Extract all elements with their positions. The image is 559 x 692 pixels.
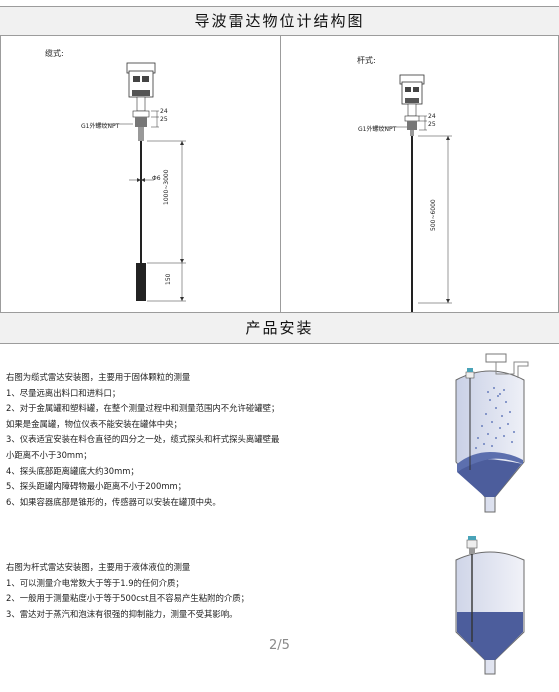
rod-type-drawing [372, 74, 452, 312]
cable-dim-24: 24 [160, 108, 168, 115]
page-number: 2/5 [269, 638, 290, 653]
rod-dim-24: 24 [428, 113, 436, 120]
rod-install-line: 1、可以测量介电常数大于等于1.9的任何介质； [6, 577, 184, 588]
cable-dim-diameter: Φ6 [152, 175, 161, 182]
cable-install-line: 2、对于金属罐和塑料罐，在整个测量过程中和测量范围内不允许碰罐壁； [6, 403, 280, 414]
structure-panels: 缆式: [0, 35, 559, 312]
rod-install-line: 3、雷达对于蒸汽和泡沫有很强的抑制能力，测量不受其影响。 [6, 608, 238, 619]
rod-type-panel: 杆式: [280, 35, 559, 312]
structure-title-bar: 导波雷达物位计结构图 [0, 6, 559, 36]
cable-install-text: 右图为缆式雷达安装图，主要用于固体颗粒的测量 1、尽量远离出料口和进料口； 2、… [6, 370, 279, 510]
rod-install-line: 2、一般用于测量粘度小于等于500cst且不容易产生粘附的介质； [6, 593, 249, 604]
liquid-tank-illustration [455, 536, 525, 675]
structure-title: 导波雷达物位计结构图 [194, 12, 365, 30]
cable-thread-label: G1外螺纹NPT [81, 123, 120, 130]
cable-install-line: 6、如果容器底部是锥形的，传感器可以安装在罐顶中央。 [6, 496, 221, 507]
cable-install-line: 3、仪表适宜安装在料仓直径的四分之一处，缆式探头和杆式探头离罐壁最 [6, 434, 280, 445]
cable-install-line: 4、探头底部距离罐底大约30mm； [6, 465, 139, 476]
cable-install-line: 5、探头距罐内障碍物最小距离不小于200mm； [6, 481, 187, 492]
install-title-bar: 产品安装 [0, 312, 559, 344]
cable-dim-range: 1000~3000 [163, 169, 170, 205]
rod-dim-25: 25 [428, 121, 436, 128]
cable-dim-bottom: 150 [165, 273, 172, 285]
cable-install-line: 小距离不小于30mm； [6, 449, 92, 460]
cable-dim-25: 25 [160, 116, 168, 123]
rod-type-label: 杆式: [357, 56, 376, 65]
cable-type-panel: 缆式: [0, 35, 281, 312]
cable-type-label: 缆式: [45, 49, 64, 58]
cable-install-line: 如果是金属罐，物位仪表不能安装在罐体中央； [6, 418, 182, 429]
rod-install-line: 右图为杆式雷达安装图，主要用于液体液位的测量 [6, 562, 191, 572]
rod-dim-range: 500~6000 [430, 199, 437, 231]
rod-install-text: 右图为杆式雷达安装图，主要用于液体液位的测量 1、可以测量介电常数大于等于1.9… [6, 560, 249, 622]
cable-type-drawing [95, 62, 186, 302]
rod-thread-label: G1外螺纹NPT [358, 126, 397, 133]
install-title: 产品安装 [245, 319, 314, 337]
cable-install-line: 右图为缆式雷达安装图，主要用于固体颗粒的测量 [6, 372, 191, 382]
solid-silo-illustration [455, 353, 529, 513]
cable-install-line: 1、尽量远离出料口和进料口； [6, 387, 121, 398]
